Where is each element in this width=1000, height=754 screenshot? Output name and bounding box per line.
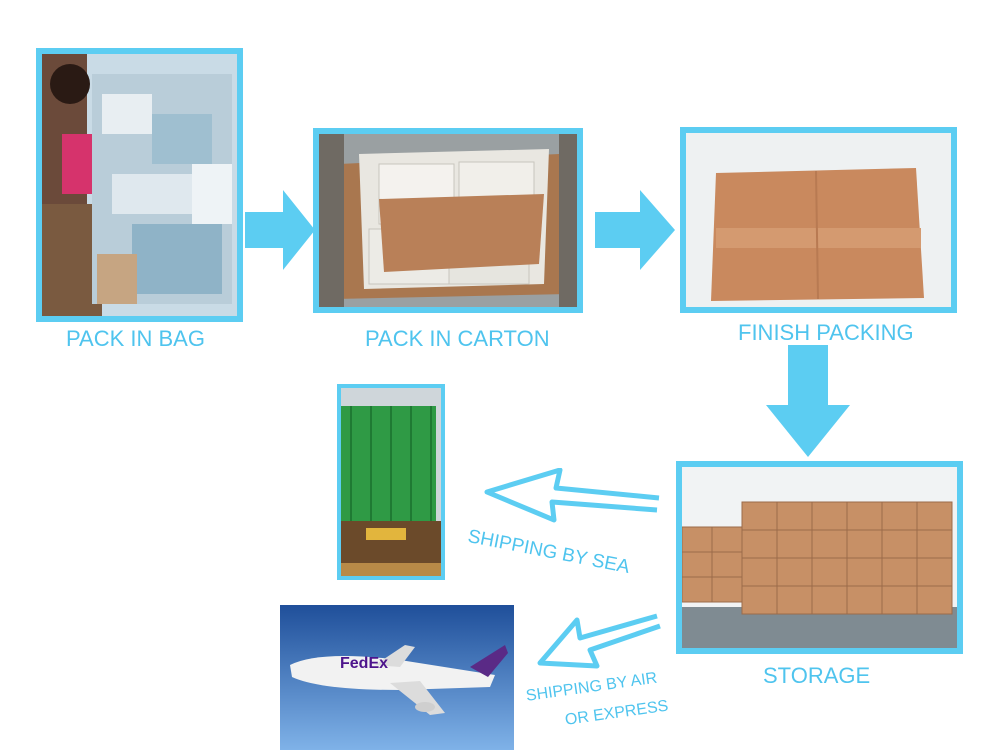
storage-label: STORAGE (763, 663, 870, 689)
pack-in-bag-label: PACK IN BAG (66, 326, 205, 352)
storage-photo (676, 461, 963, 654)
shipping-by-air-label-line2: OR EXPRESS (564, 698, 670, 730)
arrow-left-sea-icon (482, 468, 662, 538)
arrow-right-icon (595, 190, 675, 270)
container-truck-photo (337, 384, 445, 580)
arrow-right-icon (245, 190, 315, 270)
arrow-left-air-icon (535, 608, 665, 678)
fedex-logo: FedEx (340, 655, 388, 673)
pack-in-carton-label: PACK IN CARTON (365, 326, 550, 352)
arrow-down-icon (766, 345, 850, 457)
pack-in-bag-photo (36, 48, 243, 322)
finish-packing-label: FINISH PACKING (738, 320, 914, 346)
finish-packing-photo (680, 127, 957, 313)
pack-in-carton-photo (313, 128, 583, 313)
airplane-photo: FedEx (280, 605, 514, 750)
